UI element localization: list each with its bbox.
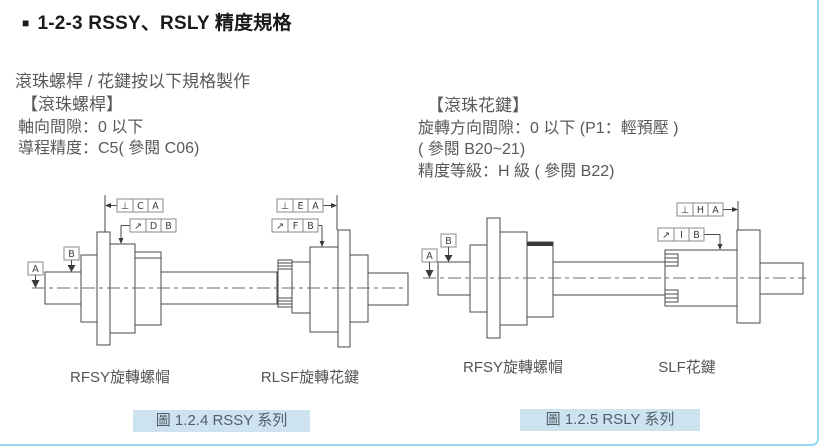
control-frame-runout-i-b: ↗ I B bbox=[657, 227, 723, 250]
spline-reference-note: ( 參閱 B20~21) bbox=[418, 141, 526, 158]
control-frame-runout-f-b: ↗ F B bbox=[271, 218, 325, 247]
perpendicularity-symbol-icon: ⊥ bbox=[121, 201, 129, 212]
svg-text:E: E bbox=[297, 201, 303, 212]
svg-text:A: A bbox=[312, 201, 319, 212]
datum-triangle-icon bbox=[31, 280, 40, 288]
datum-a-flag: A bbox=[421, 248, 438, 278]
spline-heading: 【滾珠花鍵】 bbox=[427, 96, 529, 115]
rssy-spline-label: RLSF旋轉花鍵 bbox=[260, 369, 360, 386]
svg-text:A: A bbox=[426, 251, 433, 262]
slf-spline-body bbox=[664, 229, 761, 324]
svg-text:C: C bbox=[137, 201, 144, 212]
control-frame-runout-d-b: ↗ D B bbox=[118, 218, 177, 244]
leader-arrow-icon bbox=[331, 203, 337, 208]
rfsy-nut-body bbox=[80, 231, 162, 346]
title-bullet-square-icon: ■ bbox=[22, 16, 30, 30]
figure-rsly-drawing: A B ⊥ H A bbox=[421, 201, 806, 339]
figure-caption-rssy: 圖 1.2.4 RSSY 系列 bbox=[133, 410, 310, 432]
ballscrew-heading: 【滾珠螺桿】 bbox=[21, 95, 123, 114]
leader-arrow-icon bbox=[732, 207, 738, 212]
control-frame-perpendicular-c-a: ⊥ C A bbox=[104, 195, 164, 232]
leader-arrow-icon bbox=[717, 244, 723, 250]
svg-text:B: B bbox=[165, 221, 172, 232]
control-frame-perpendicular-e-a: ⊥ E A bbox=[276, 195, 338, 230]
svg-text:F: F bbox=[293, 221, 298, 232]
svg-text:D: D bbox=[150, 221, 157, 232]
rsly-nut-label: RFSY旋轉螺帽 bbox=[462, 359, 563, 376]
figure-caption-rsly: 圖 1.2.5 RSLY 系列 bbox=[520, 409, 700, 431]
control-frame-perpendicular-h-a: ⊥ H A bbox=[676, 201, 739, 230]
figure-rssy-drawing: A B ⊥ C A bbox=[27, 195, 409, 348]
leader-arrow-icon bbox=[118, 238, 124, 244]
ballscrew-axial-clearance: 軸向間隙：0 以下 bbox=[18, 118, 144, 136]
slf-flange bbox=[736, 229, 761, 324]
svg-text:B: B bbox=[693, 230, 700, 241]
svg-text:B: B bbox=[68, 249, 75, 260]
runout-symbol-icon: ↗ bbox=[276, 221, 284, 232]
datum-a-flag: A bbox=[27, 261, 44, 288]
ballscrew-spec-section: 【滾珠螺桿】 軸向間隙：0 以下 導程精度：C5( 參閱 C06) bbox=[18, 94, 199, 160]
svg-text:A: A bbox=[712, 205, 719, 216]
page-title-text: 1-2-3 RSSY、RSLY 精度規格 bbox=[37, 13, 292, 34]
lock-collar-band bbox=[527, 242, 553, 246]
spline-accuracy-grade: 精度等級：H 級 ( 參閱 B22) bbox=[418, 162, 615, 180]
svg-text:B: B bbox=[445, 236, 452, 247]
svg-text:I: I bbox=[680, 230, 683, 241]
datum-b-flag: B bbox=[440, 233, 457, 262]
svg-text:H: H bbox=[697, 205, 704, 216]
intro-text: 滾珠螺桿 / 花鍵按以下規格製作 bbox=[15, 72, 251, 91]
runout-symbol-icon: ↗ bbox=[134, 221, 142, 232]
leader-arrow-icon bbox=[105, 203, 111, 208]
leader-arrow-icon bbox=[319, 241, 325, 247]
svg-text:A: A bbox=[152, 201, 159, 212]
ballscrew-lead-accuracy: 導程精度：C5( 參閱 C06) bbox=[18, 140, 200, 157]
perpendicularity-symbol-icon: ⊥ bbox=[281, 201, 289, 212]
rssy-nut-label: RFSY旋轉螺帽 bbox=[69, 369, 170, 386]
datum-triangle-icon bbox=[425, 270, 434, 278]
svg-text:A: A bbox=[32, 264, 39, 275]
spline-rotational-clearance: 旋轉方向間隙：0 以下 (P1：輕預壓 ) bbox=[418, 119, 679, 137]
perpendicularity-symbol-icon: ⊥ bbox=[681, 205, 689, 216]
page-title: ■ 1-2-3 RSSY、RSLY 精度規格 bbox=[22, 8, 292, 35]
svg-text:B: B bbox=[307, 221, 314, 232]
rsly-spline-label: SLF花鍵 bbox=[658, 359, 716, 376]
datum-triangle-icon bbox=[67, 265, 76, 272]
datum-triangle-icon bbox=[444, 255, 453, 262]
runout-symbol-icon: ↗ bbox=[662, 230, 670, 241]
datum-b-flag: B bbox=[63, 246, 80, 272]
spline-spec-section: 【滾珠花鍵】 旋轉方向間隙：0 以下 (P1：輕預壓 ) ( 參閱 B20~21… bbox=[418, 95, 678, 182]
